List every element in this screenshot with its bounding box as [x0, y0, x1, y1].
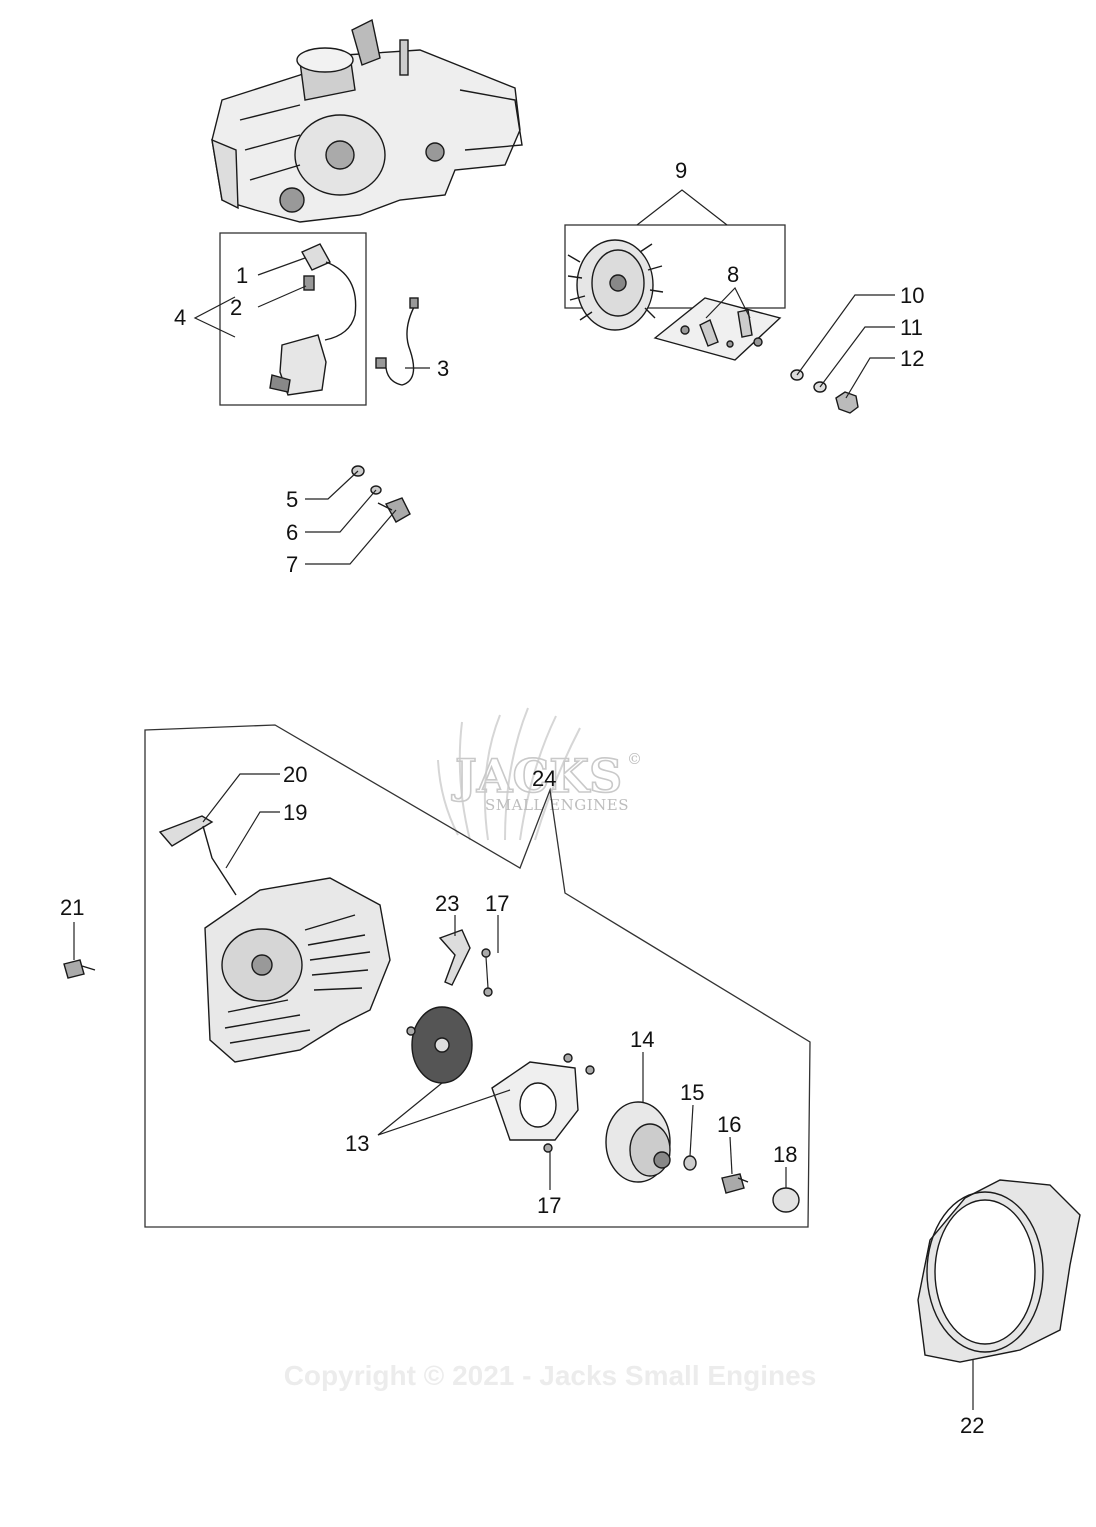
screw-17-top-a [481, 948, 491, 958]
leader-11 [819, 326, 895, 388]
screw-17-cover-b [585, 1065, 595, 1075]
leader-1 [257, 257, 306, 276]
crankcase-illustration [211, 18, 523, 223]
watermark-copyright: Copyright © 2021 - Jacks Small Engines [284, 1360, 817, 1391]
callout-15: 15 [680, 1080, 704, 1105]
spark-plug-cap-illustration [301, 243, 357, 341]
ignition-coil-illustration [269, 334, 327, 396]
callout-11: 11 [900, 315, 923, 340]
callout-22: 22 [960, 1413, 984, 1438]
starter-pawl-illustration [438, 929, 471, 986]
leader-13 [377, 1082, 511, 1136]
callout-18: 18 [773, 1142, 797, 1167]
callout-17-top: 17 [485, 891, 509, 916]
callout-2: 2 [230, 295, 242, 320]
spring-cover-illustration [491, 1061, 579, 1141]
rope-pulley-illustration [605, 1101, 671, 1183]
callout-10: 10 [900, 283, 924, 308]
bolt-21-illustration [63, 959, 96, 979]
grass-icon [437, 707, 581, 841]
leader-lines [73, 257, 974, 1410]
callout-20: 20 [283, 762, 307, 787]
leader-10 [796, 294, 895, 376]
callout-23: 23 [435, 891, 459, 916]
callout-12: 12 [900, 346, 924, 371]
callout-5: 5 [286, 487, 298, 512]
starter-housing-illustration [204, 877, 391, 1063]
seal-18-illustration [772, 1187, 800, 1213]
callout-6: 6 [286, 520, 298, 545]
flywheel-illustration [567, 239, 664, 331]
callout-7: 7 [286, 552, 298, 577]
fan-housing-illustration [917, 1179, 1081, 1363]
callout-24: 24 [532, 766, 556, 791]
leader-12 [845, 357, 895, 399]
callout-13: 13 [345, 1131, 369, 1156]
watermark-logo: JACKS SMALL ENGINES © [437, 707, 643, 841]
watermark-logo-text: JACKS [451, 749, 622, 803]
ignition-group-box [219, 232, 367, 406]
screw-17-top-b [483, 987, 493, 997]
leader-7 [305, 509, 397, 565]
flywheel-group-box [564, 224, 786, 309]
callout-9: 9 [675, 158, 687, 183]
leader-9 [636, 189, 728, 226]
screw-16-illustration [721, 1173, 749, 1194]
callout-8: 8 [727, 262, 739, 287]
leader-4 [193, 296, 236, 338]
watermark-registered-mark: © [627, 750, 643, 768]
leader-20 [202, 773, 280, 823]
callout-3: 3 [437, 356, 449, 381]
leader-6 [305, 489, 377, 533]
flywheel-nut-illustration [835, 391, 859, 414]
callout-14: 14 [630, 1027, 654, 1052]
leader-17-top-b [485, 956, 489, 989]
callout-17-bottom: 17 [537, 1193, 561, 1218]
leader-2 [257, 285, 307, 308]
washer-15-illustration [683, 1155, 697, 1171]
callout-19: 19 [283, 800, 307, 825]
screw-17-cover-a [563, 1053, 573, 1063]
callout-21: 21 [60, 895, 84, 920]
watermark-logo-subtext: SMALL ENGINES [485, 796, 629, 814]
leader-8 [705, 286, 751, 319]
screw-17-bottom [543, 1143, 553, 1153]
callout-4: 4 [174, 305, 186, 330]
callout-1: 1 [236, 263, 248, 288]
leader-19 [225, 811, 280, 869]
spring-screw [406, 1026, 416, 1036]
ground-wire-illustration [375, 297, 419, 386]
screw-7-illustration [377, 497, 411, 523]
starter-group-outline [144, 724, 811, 1228]
leader-16 [729, 1136, 733, 1175]
leader-5 [305, 470, 359, 500]
leader-15 [689, 1104, 694, 1157]
pawl-kit-illustration [653, 297, 782, 361]
callout-16: 16 [717, 1112, 741, 1137]
starter-handle-illustration [158, 815, 237, 896]
callout-labels: 1 2 3 4 5 6 7 8 9 10 11 12 13 14 15 16 1… [60, 158, 984, 1438]
spring-center-hub [434, 1037, 450, 1053]
